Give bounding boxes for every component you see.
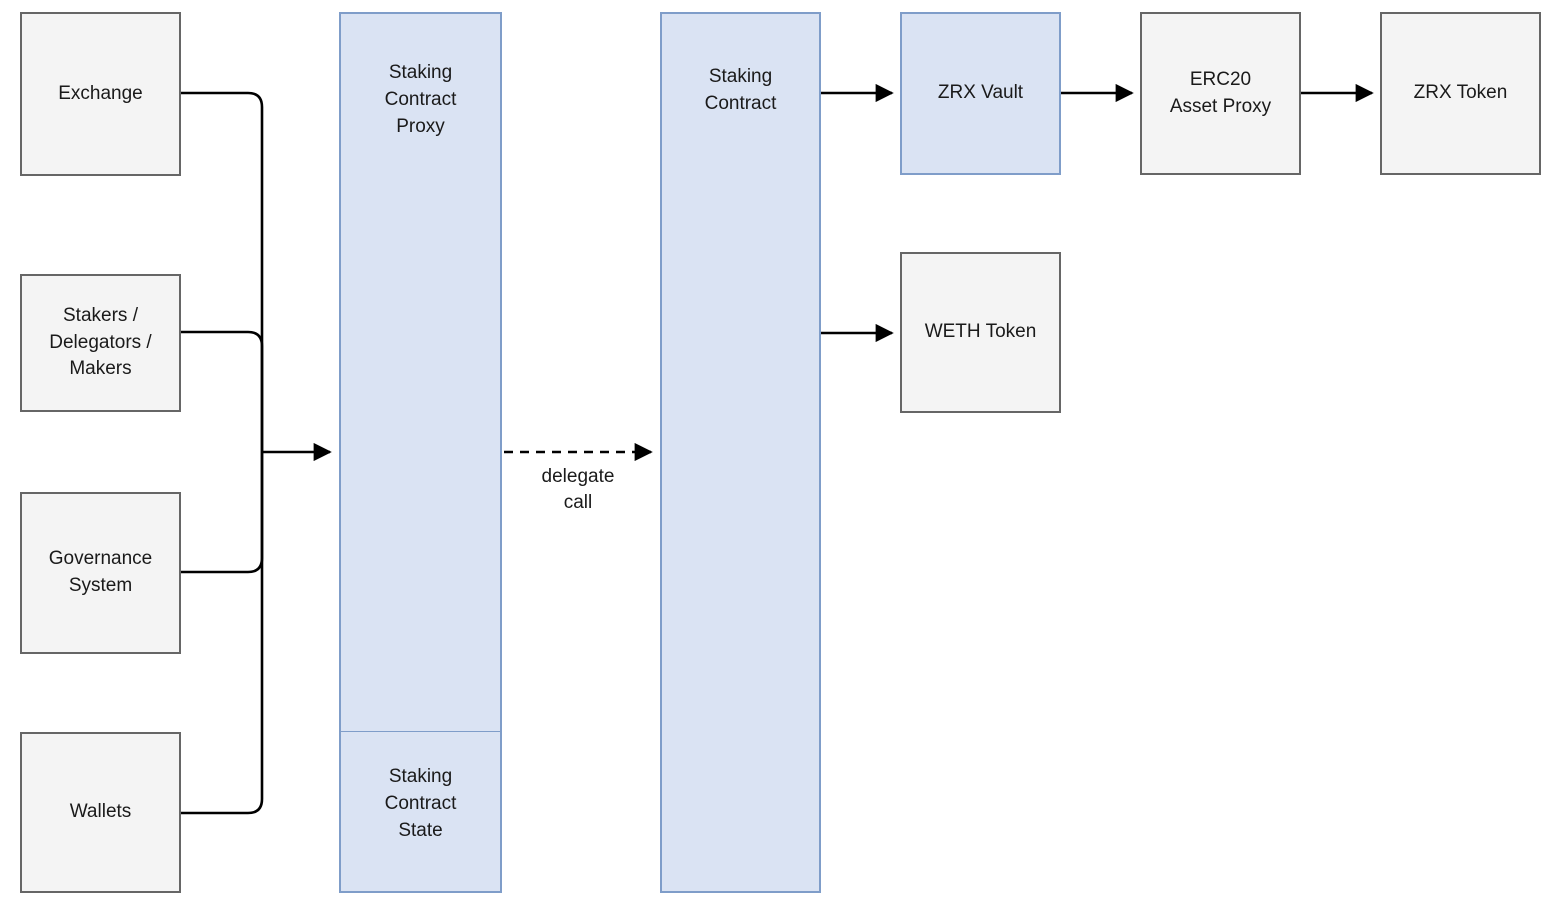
node-stakers-delegators-makers[interactable]: Stakers / Delegators / Makers — [20, 274, 181, 412]
edge-governance-to-proxy — [181, 452, 264, 574]
node-wallets[interactable]: Wallets — [20, 732, 181, 893]
node-staking-contract-proxy[interactable]: Staking Contract Proxy — [339, 12, 502, 732]
node-governance-system[interactable]: Governance System — [20, 492, 181, 654]
edge-stakers-to-proxy — [181, 330, 264, 452]
node-staking-contract-state[interactable]: Staking Contract State — [339, 732, 502, 893]
edge-exchange-to-proxy — [181, 91, 264, 452]
node-erc20-asset-proxy[interactable]: ERC20 Asset Proxy — [1140, 12, 1301, 175]
node-weth-token[interactable]: WETH Token — [900, 252, 1061, 413]
node-zrx-token[interactable]: ZRX Token — [1380, 12, 1541, 175]
edge-label-delegate-call: delegate call — [541, 466, 615, 513]
edge-wallets-to-proxy — [181, 452, 264, 815]
node-staking-contract[interactable]: Staking Contract — [660, 12, 821, 893]
node-zrx-vault[interactable]: ZRX Vault — [900, 12, 1061, 175]
node-exchange[interactable]: Exchange — [20, 12, 181, 176]
